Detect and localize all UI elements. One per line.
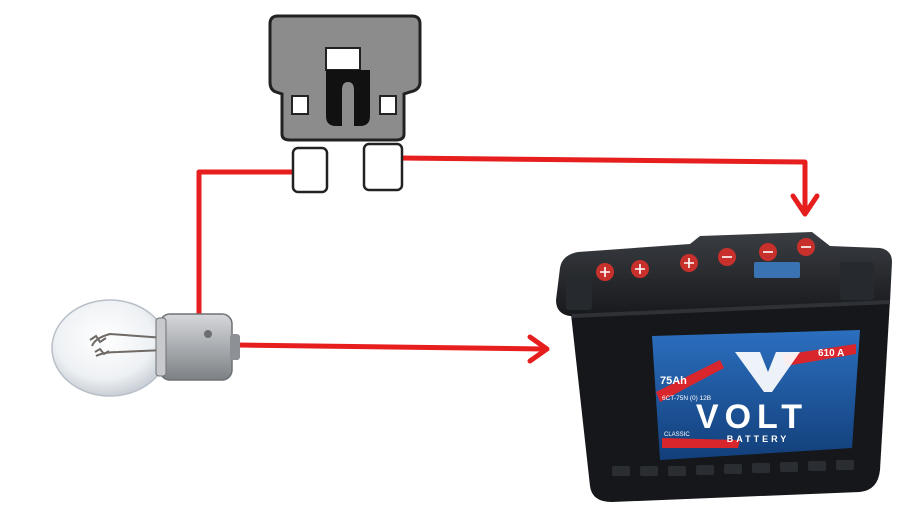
wire-fuse-arrow-head [790, 193, 820, 217]
bulb-contact [230, 334, 240, 360]
fuse-leg-right [362, 142, 404, 192]
light-bulb-icon [51, 299, 240, 397]
car-battery-icon: 75Ah 610 A 6CT-75N (0) 12B VOLT BATTERY … [556, 232, 892, 502]
fuse-window [325, 47, 361, 71]
bulb-filament [89, 332, 166, 357]
battery-brand: VOLT [696, 398, 808, 436]
bulb-glass [51, 299, 169, 397]
fuse-element [326, 70, 370, 126]
battery-top-sticker [754, 262, 800, 278]
bulb-base-rim [155, 317, 167, 377]
battery-capacity: 75Ah [660, 375, 687, 387]
wire-fuse-to-bulb [196, 169, 301, 323]
wire-fuse-to-battery [397, 155, 808, 215]
battery-series: CLASSIC [664, 432, 690, 438]
wires [196, 155, 820, 364]
wire-bulb-to-battery [235, 342, 548, 352]
battery-model: 6CT-75N (0) 12B [662, 395, 711, 402]
bulb-base [159, 313, 233, 381]
blade-fuse-icon [268, 14, 422, 194]
battery-terminal-left [566, 276, 592, 310]
fuse-notch-right [379, 95, 397, 115]
bulb-pin [204, 330, 212, 338]
battery-terminal-right [840, 262, 874, 300]
wire-bulb-arrow-head [527, 334, 550, 364]
battery-brand-emblem [735, 352, 800, 392]
fuse-leg-left [291, 146, 329, 194]
battery-label [652, 330, 860, 460]
battery-cca: 610 A [818, 348, 844, 359]
fuse-notch-left [291, 95, 309, 115]
battery-base-ribs [612, 460, 854, 476]
battery-subtitle: BATTERY [727, 434, 790, 444]
